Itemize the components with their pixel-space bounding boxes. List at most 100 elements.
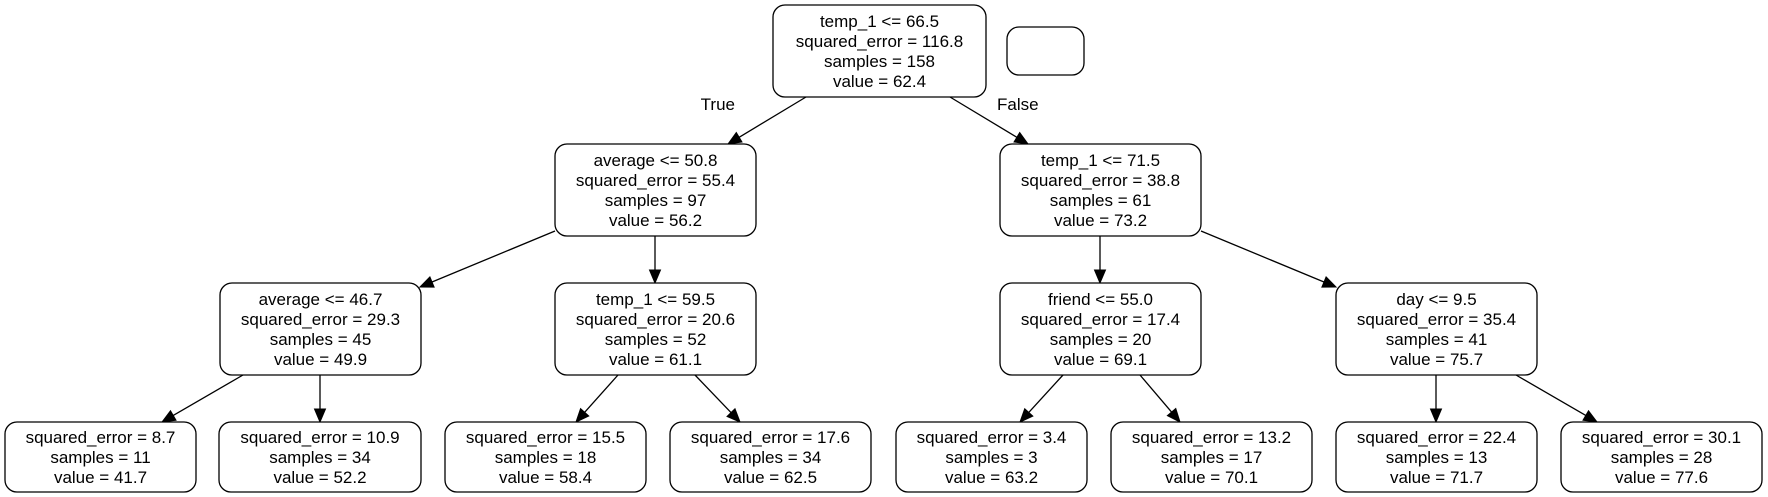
node-box (999, 143, 1202, 237)
node-line: squared_error = 35.4 (1357, 310, 1516, 329)
node-box (1006, 26, 1085, 76)
node-line: squared_error = 13.2 (1132, 428, 1291, 447)
node-line: squared_error = 3.4 (917, 428, 1067, 447)
arrow-head (1166, 407, 1181, 423)
edge-line (172, 374, 244, 417)
edge-line (584, 374, 619, 413)
node-box (1560, 421, 1763, 493)
node-box (219, 282, 422, 376)
node-line: samples = 34 (720, 448, 822, 467)
node-line: samples = 11 (50, 448, 150, 467)
node-line: value = 69.1 (1054, 350, 1147, 369)
arrow-head (1093, 269, 1107, 285)
arrow-head (575, 407, 590, 423)
edge-line (1200, 230, 1325, 283)
node-line: value = 52.2 (273, 468, 366, 487)
node-line: day <= 9.5 (1396, 290, 1476, 309)
tree-edge-n2-n6 (1200, 230, 1338, 288)
node-line: average <= 46.7 (259, 290, 383, 309)
tree-edge-n1-n3 (418, 230, 556, 288)
node-line: temp_1 <= 66.5 (820, 12, 939, 31)
node-line: squared_error = 38.8 (1021, 171, 1180, 190)
node-line: squared_error = 29.3 (241, 310, 400, 329)
arrow-head (418, 276, 435, 288)
node-line: samples = 3 (945, 448, 1037, 467)
edge-line (431, 230, 556, 283)
node-line: squared_error = 8.7 (26, 428, 176, 447)
node-line: value = 56.2 (609, 211, 702, 230)
node-line: value = 77.6 (1615, 468, 1708, 487)
node-box (1335, 421, 1538, 493)
node-line: value = 58.4 (499, 468, 592, 487)
node-box (669, 421, 872, 493)
edge-line (1139, 374, 1173, 413)
node-line: squared_error = 116.8 (796, 32, 963, 51)
node-line: average <= 50.8 (594, 151, 718, 170)
arrow-head (1019, 407, 1034, 423)
node-line: samples = 52 (605, 330, 707, 349)
arrow-head (1429, 408, 1443, 424)
node-line: samples = 20 (1050, 330, 1152, 349)
edge-label: False (997, 95, 1039, 114)
node-line: samples = 17 (1161, 448, 1263, 467)
node-line: value = 62.5 (724, 468, 817, 487)
edge-line (1515, 374, 1587, 417)
arrow-head (1013, 131, 1030, 145)
tree-edge-n0-n2: False (949, 95, 1039, 145)
arrow-head (726, 131, 743, 145)
node-box (1110, 421, 1313, 493)
node-box (1335, 282, 1538, 376)
arrow-head (1582, 409, 1599, 423)
node-box (444, 421, 647, 493)
node-line: temp_1 <= 71.5 (1041, 151, 1160, 170)
legend-box (1006, 26, 1085, 76)
edges-layer: True False (160, 95, 1599, 424)
node-line: value = 75.7 (1390, 350, 1483, 369)
node-line: temp_1 <= 59.5 (596, 290, 715, 309)
node-line: samples = 13 (1386, 448, 1488, 467)
node-line: squared_error = 17.6 (691, 428, 850, 447)
tree-edge-n6-l8 (1515, 374, 1599, 423)
node-line: value = 73.2 (1054, 211, 1147, 230)
tree-edge-n2-n5 (1093, 236, 1107, 285)
node-line: value = 62.4 (833, 72, 926, 91)
node-line: friend <= 55.0 (1048, 290, 1153, 309)
node-box (554, 143, 757, 237)
tree-edge-n4-l3 (575, 374, 619, 423)
tree-edge-n0-n1: True (701, 95, 807, 145)
node-line: squared_error = 15.5 (466, 428, 625, 447)
tree-edge-n6-l7 (1429, 375, 1443, 424)
edge-line (738, 96, 807, 138)
node-line: squared_error = 17.4 (1021, 310, 1180, 329)
edge-line (694, 374, 732, 414)
arrow-head (648, 269, 662, 285)
node-line: samples = 28 (1611, 448, 1713, 467)
node-line: squared_error = 30.1 (1582, 428, 1741, 447)
tree-edge-n3-l1 (160, 374, 244, 423)
node-line: value = 49.9 (274, 350, 367, 369)
node-line: squared_error = 20.6 (576, 310, 735, 329)
node-line: value = 63.2 (945, 468, 1038, 487)
node-line: squared_error = 55.4 (576, 171, 735, 190)
node-line: squared_error = 10.9 (240, 428, 399, 447)
tree-edge-n3-l2 (313, 375, 327, 424)
tree-edge-n5-l5 (1019, 374, 1064, 423)
node-box (554, 282, 757, 376)
node-line: value = 41.7 (54, 468, 147, 487)
node-box (218, 421, 422, 493)
edge-line (949, 96, 1018, 138)
